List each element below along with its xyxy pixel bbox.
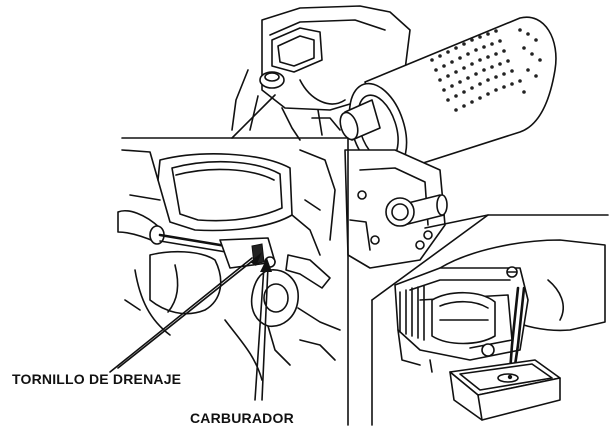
crankcase [344,149,448,269]
muffler-perforations [430,28,542,112]
carburetor-inset [117,94,349,426]
drain-screw-label: TORNILLO DE DRENAJE [12,371,182,387]
leader-lines [109,252,272,401]
carburetor-label: CARBURADOR [190,410,294,426]
drain-inset [371,214,609,426]
